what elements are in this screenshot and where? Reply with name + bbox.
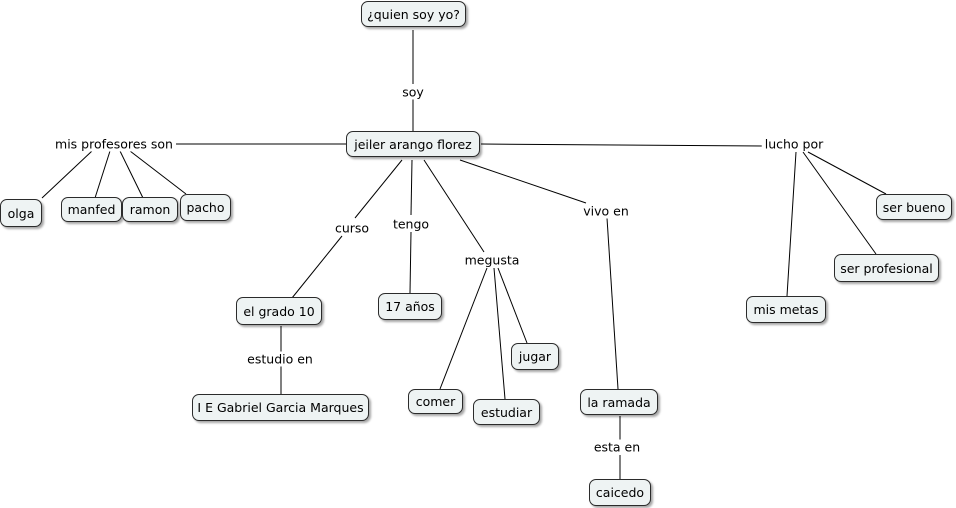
edge-megusta-jugar bbox=[497, 267, 528, 344]
edge-megusta-estudiar bbox=[493, 267, 506, 400]
edge-profesores-manfed bbox=[94, 150, 111, 199]
concept-manfed[interactable]: manfed bbox=[61, 197, 122, 222]
link-label-megusta: megusta bbox=[461, 252, 523, 268]
link-label-esta: esta en bbox=[590, 439, 644, 455]
concept-jugar[interactable]: jugar bbox=[511, 343, 559, 370]
concept-root[interactable]: ¿quien soy yo? bbox=[361, 1, 466, 27]
concept-ramada[interactable]: la ramada bbox=[580, 389, 658, 415]
edge-name-curso bbox=[354, 159, 403, 219]
edge-lucho-profesional bbox=[802, 151, 877, 255]
link-label-lucho: lucho por bbox=[761, 136, 827, 152]
concept-pacho[interactable]: pacho bbox=[180, 194, 231, 221]
link-label-estudio: estudio en bbox=[244, 351, 316, 367]
edge-name-lucho bbox=[480, 143, 765, 147]
concept-school[interactable]: I E Gabriel Garcia Marques bbox=[192, 394, 369, 421]
link-label-vivo: vivo en bbox=[580, 203, 632, 219]
concept-metas[interactable]: mis metas bbox=[746, 296, 826, 323]
edge-profesores-ramon bbox=[119, 150, 144, 199]
concept-grado[interactable]: el grado 10 bbox=[236, 297, 322, 325]
link-label-profesores: mis profesores son bbox=[52, 136, 176, 152]
concept-name[interactable]: jeiler arango florez bbox=[346, 131, 480, 157]
edge-megusta-comer bbox=[439, 267, 488, 390]
edge-profesores-pacho bbox=[129, 150, 187, 195]
concept-olga[interactable]: olga bbox=[0, 199, 42, 227]
edge-vivo-ramada bbox=[606, 217, 619, 390]
edge-lucho-bueno bbox=[807, 151, 887, 195]
edge-name-vivo bbox=[459, 159, 587, 204]
edge-lucho-metas bbox=[786, 151, 797, 297]
link-label-tengo: tengo bbox=[389, 216, 433, 232]
edge-name-megusta bbox=[423, 159, 485, 253]
concept-bueno[interactable]: ser bueno bbox=[876, 194, 952, 220]
concept-estudiar[interactable]: estudiar bbox=[473, 399, 540, 425]
concept-profesional[interactable]: ser profesional bbox=[834, 254, 939, 282]
edge-tengo-age bbox=[409, 231, 412, 294]
concept-ramon[interactable]: ramon bbox=[122, 197, 178, 222]
edge-name-tengo bbox=[410, 159, 413, 216]
link-label-curso: curso bbox=[331, 220, 373, 236]
link-label-soy: soy bbox=[399, 84, 427, 100]
concept-age[interactable]: 17 años bbox=[378, 293, 442, 320]
concept-comer[interactable]: comer bbox=[408, 389, 463, 414]
edge-profesores-olga bbox=[41, 150, 93, 199]
edge-curso-grado bbox=[291, 235, 343, 299]
concept-caicedo[interactable]: caicedo bbox=[589, 479, 651, 506]
